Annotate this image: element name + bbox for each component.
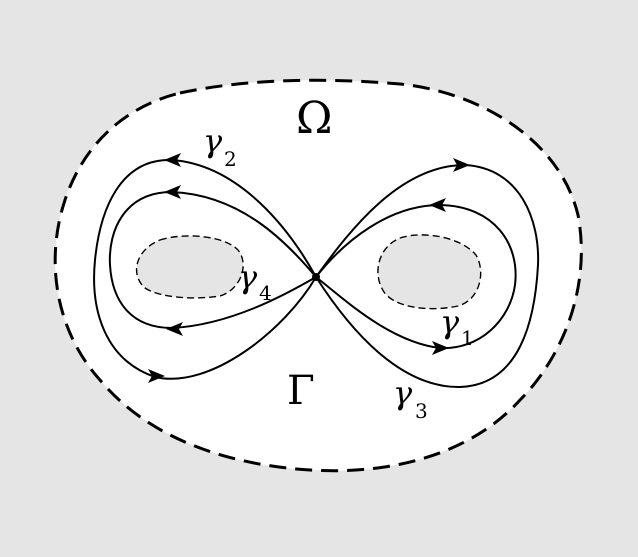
label-gamma1-sub: 1 [461, 326, 474, 350]
left-hole [135, 235, 244, 299]
curve-gamma3-right [315, 163, 540, 389]
central-point [312, 273, 320, 281]
label-gamma4-base: γ [238, 258, 258, 296]
arrow-gamma2-bottom [148, 369, 165, 383]
arrow-gamma1-top [429, 198, 446, 212]
label-gamma3-base: γ [393, 374, 413, 412]
label-gamma4: γ 4 [238, 258, 272, 305]
arrow-gamma4-top [164, 185, 181, 199]
label-omega: Ω [296, 93, 332, 144]
label-gamma3: γ 3 [393, 374, 428, 423]
label-gamma2-base: γ [203, 122, 223, 160]
arrow-gamma2-top [164, 153, 181, 167]
arrow-gamma1-bottom [432, 341, 449, 355]
label-gamma2: γ 2 [203, 122, 237, 171]
arrow-gamma3-top [453, 158, 470, 172]
label-gamma-cap: Γ [287, 368, 315, 414]
label-gamma1: γ 1 [440, 303, 474, 350]
label-gamma4-sub: 4 [259, 281, 272, 305]
label-gamma1-base: γ [440, 303, 460, 341]
arrow-gamma4-bottom [166, 322, 183, 336]
curve-gamma1-right [315, 203, 517, 350]
curve-gamma2-left [93, 158, 317, 380]
curve-gamma4-left [108, 190, 317, 330]
label-gamma2-sub: 2 [224, 147, 237, 171]
right-hole [377, 234, 482, 310]
arrowheads [148, 153, 470, 383]
label-gamma3-sub: 3 [415, 399, 428, 423]
